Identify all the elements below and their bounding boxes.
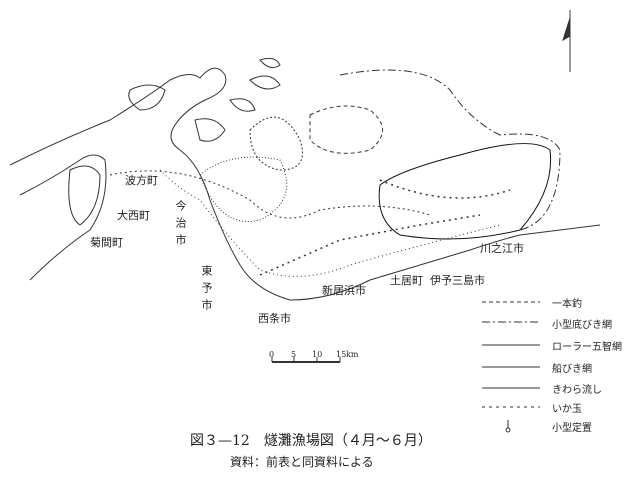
place-hakata: 波方町 [125,174,158,187]
place-saijo: 西条市 [258,312,291,325]
scale-tick-5: 5 [291,350,297,359]
scale-tick-10: 10 [312,350,323,359]
fishing-area-lines [109,69,561,277]
scale-tick-0: 0 [269,350,275,359]
north-arrow-icon [562,10,571,72]
place-onishi: 大西町 [117,209,150,222]
place-doi: 土居町 [390,274,423,287]
coastline [9,57,601,301]
scale-unit: km [346,350,359,359]
scale-tick-15: 15 [336,350,347,359]
place-toyo: 東予市 [200,265,213,316]
place-kawanoe: 川之江市 [480,242,524,255]
figure-title: 図３—12 燧灘漁場図（４月～６月） [190,433,432,449]
place-iyomishima: 伊予三島市 [430,274,485,287]
place-niihama: 新居浜市 [322,284,366,297]
place-kikuma: 菊間町 [90,236,123,249]
place-imabari: 今治市 [174,200,187,251]
legend-symbols [482,301,540,433]
scale-bar [271,357,341,363]
figure-source: 資料：前表と同資料による [230,455,374,469]
